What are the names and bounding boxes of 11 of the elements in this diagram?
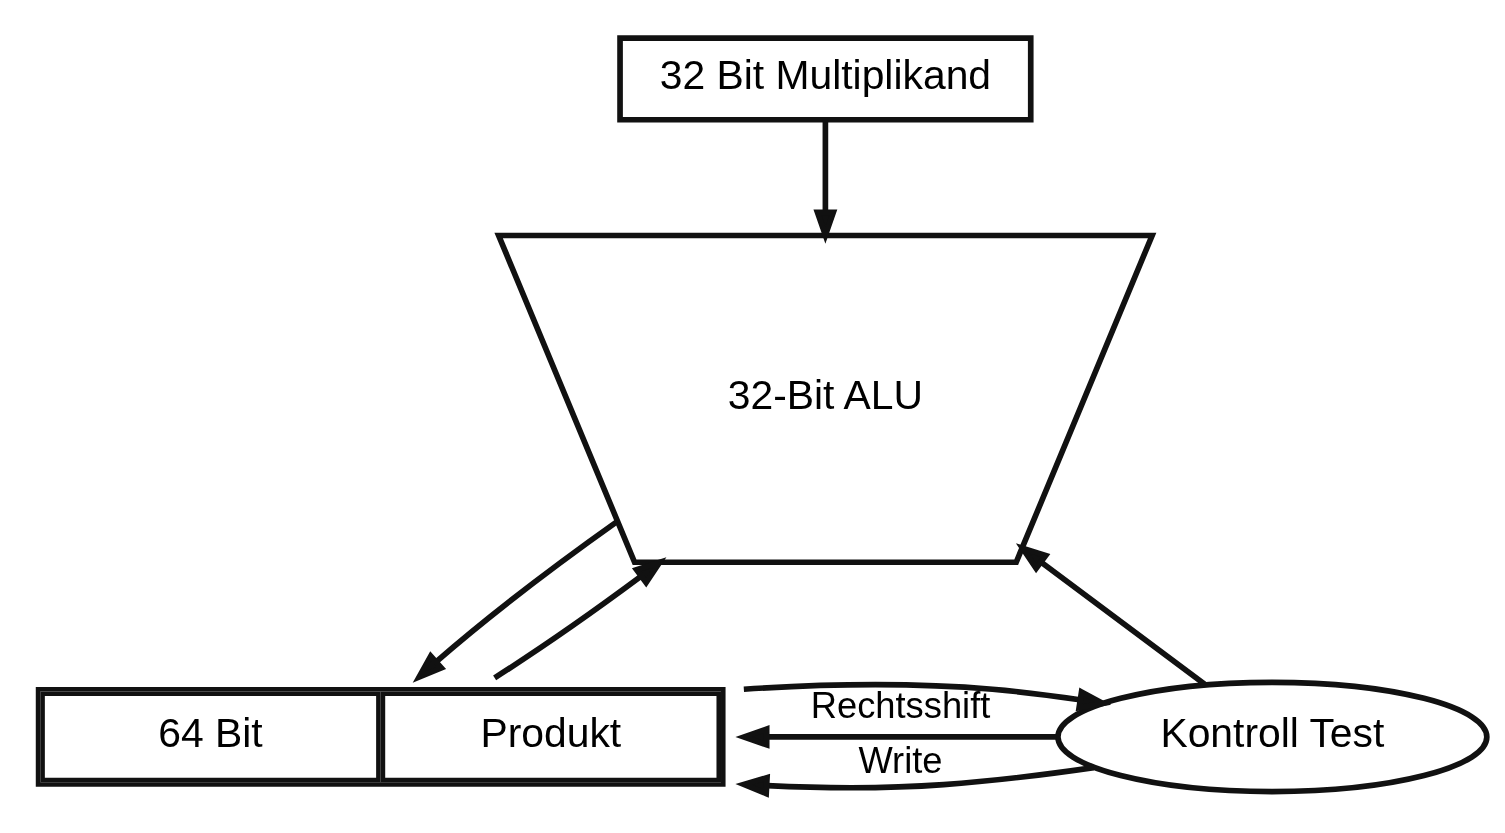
node-box: 64 Bit Produkt — [35, 686, 726, 787]
arrow — [743, 681, 1112, 711]
arrow — [493, 556, 667, 680]
arrow — [735, 724, 1057, 749]
arrow — [813, 119, 838, 244]
edge-label: Write — [858, 739, 943, 781]
edge-label: Rechtsshift — [810, 684, 991, 726]
arrow — [412, 518, 619, 683]
node-box: 32 Bit Multiplikand — [617, 34, 1034, 123]
arrow — [735, 764, 1095, 798]
node-ellipse: Kontroll Test — [1055, 678, 1490, 794]
